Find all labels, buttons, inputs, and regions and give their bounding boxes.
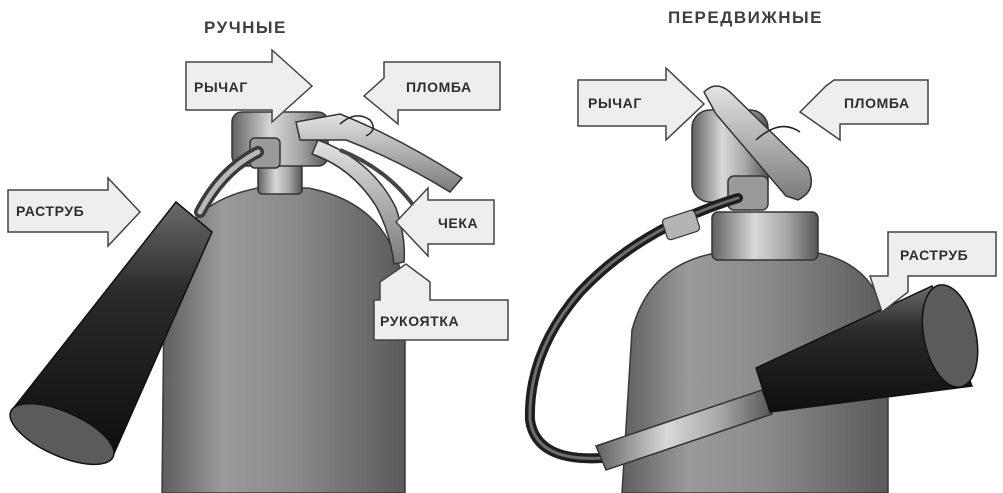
- section-title-mobile: ПЕРЕДВИЖНЫЕ: [668, 8, 823, 28]
- callout-manual-seal: ПЛОМБА: [364, 62, 500, 124]
- label-manual-pin: ЧЕКА: [438, 215, 478, 231]
- label-manual-lever: РЫЧАГ: [194, 79, 248, 95]
- callout-mobile-seal: ПЛОМБА: [800, 80, 928, 140]
- callout-manual-horn: РАСТРУБ: [8, 178, 140, 246]
- callout-manual-handle: РУКОЯТКА: [374, 264, 508, 340]
- section-title-manual: РУЧНЫЕ: [204, 18, 287, 38]
- callout-mobile-lever: РЫЧАГ: [578, 68, 704, 140]
- label-manual-horn: РАСТРУБ: [16, 203, 84, 219]
- callout-manual-pin: ЧЕКА: [396, 188, 494, 256]
- label-mobile-seal: ПЛОМБА: [844, 95, 910, 111]
- mobile-neck: [712, 212, 818, 260]
- mobile-hose-coupling: [661, 209, 700, 240]
- label-manual-handle: РУКОЯТКА: [380, 313, 459, 329]
- mobile-extinguisher: [530, 86, 986, 493]
- label-mobile-lever: РЫЧАГ: [588, 95, 642, 111]
- mobile-valve-nut: [728, 176, 768, 210]
- callout-manual-lever: РЫЧАГ: [186, 50, 312, 122]
- label-manual-seal: ПЛОМБА: [406, 79, 472, 95]
- label-mobile-horn: РАСТРУБ: [900, 247, 968, 263]
